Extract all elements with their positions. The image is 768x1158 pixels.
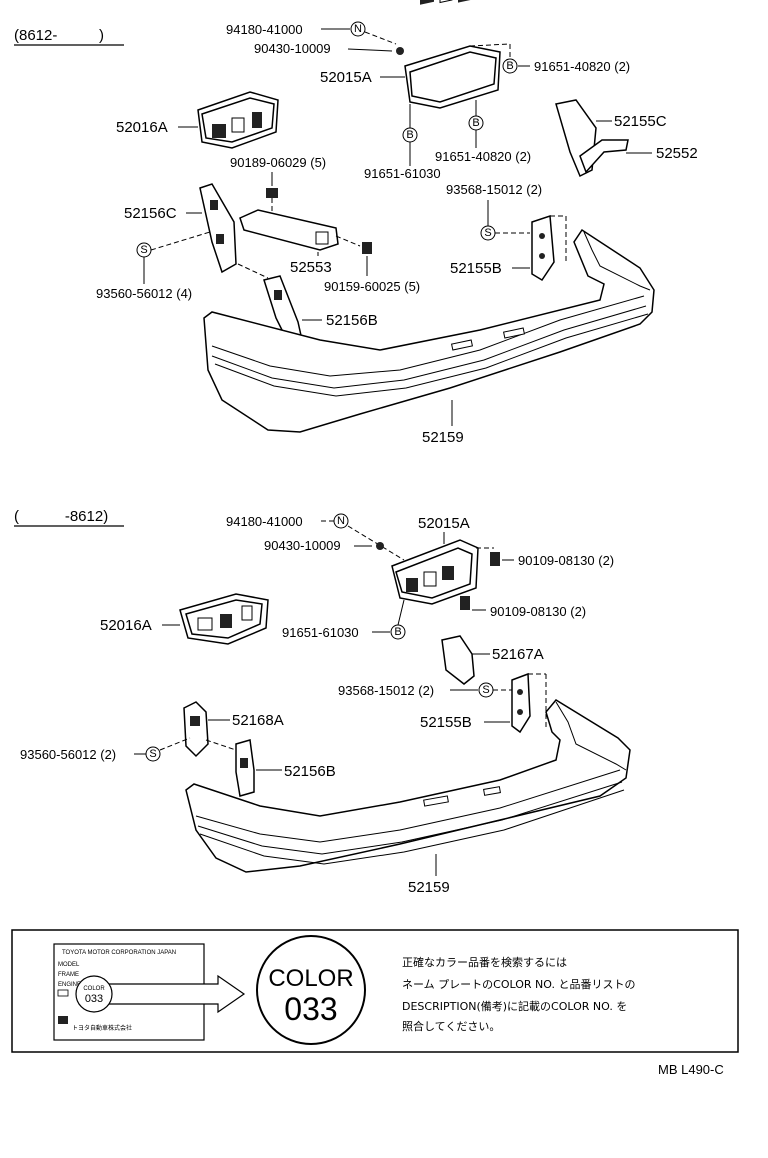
label-91651-40820-a: 91651-40820 (2)	[534, 59, 630, 74]
label-94180-41000-b: 94180-41000	[226, 514, 303, 529]
bracket-52156C	[199, 183, 237, 274]
symbol-s-icon	[145, 746, 161, 762]
bracket-52168A	[183, 701, 209, 758]
label-90109-08130-a: 90109-08130 (2)	[518, 553, 614, 568]
symbol-b-icon	[502, 58, 518, 74]
bracket-52155B-b	[511, 672, 531, 734]
bracket-52016A	[197, 91, 279, 149]
label-52155C: 52155C	[614, 113, 667, 130]
bolt-icon	[460, 596, 470, 610]
label-52167A: 52167A	[492, 646, 544, 663]
svg-text:B: B	[394, 626, 401, 638]
label-52552: 52552	[656, 145, 698, 162]
svg-text:FRAME: FRAME	[58, 972, 79, 978]
label-52168A: 52168A	[232, 712, 284, 729]
label-90430-10009-b: 90430-10009	[264, 538, 341, 553]
label-93568-15012: 93568-15012 (2)	[446, 182, 542, 197]
svg-text:COLOR: COLOR	[268, 965, 353, 992]
label-52156C: 52156C	[124, 205, 177, 222]
bottom-header: ( -8612)	[14, 508, 108, 525]
bracket-52156B-b	[235, 739, 255, 797]
color-code-circle: COLOR 033	[256, 935, 366, 1045]
label-52553: 52553	[290, 259, 332, 276]
symbol-n-icon	[333, 513, 349, 529]
bracket-52015A	[404, 0, 501, 109]
svg-text:S: S	[140, 244, 147, 256]
label-91651-61030-b: 91651-61030	[282, 625, 359, 640]
svg-text:N: N	[337, 515, 345, 527]
top-header: (8612- )	[14, 27, 104, 44]
svg-text:S: S	[484, 227, 491, 239]
svg-text:N: N	[354, 23, 362, 35]
label-90189-06029: 90189-06029 (5)	[230, 155, 326, 170]
label-94180-41000: 94180-41000	[226, 22, 303, 37]
label-90159-60025: 90159-60025 (5)	[324, 279, 420, 294]
arrow-pointer: COLOR 033	[75, 974, 246, 1014]
bumper-52159-bottom	[185, 699, 631, 873]
svg-text:033: 033	[284, 991, 337, 1027]
label-93568-15012-b: 93568-15012 (2)	[338, 683, 434, 698]
label-91651-40820-b: 91651-40820 (2)	[435, 149, 531, 164]
svg-text:ENGINE: ENGINE	[58, 982, 81, 988]
svg-text:B: B	[506, 60, 513, 72]
svg-text:COLOR: COLOR	[83, 986, 105, 992]
label-52159-top: 52159	[422, 429, 464, 446]
label-52159-bottom: 52159	[408, 879, 450, 896]
label-52156B-top: 52156B	[326, 312, 378, 329]
label-52015A: 52015A	[320, 69, 372, 86]
svg-text:MODEL: MODEL	[58, 962, 80, 968]
bolt-icon	[362, 242, 372, 254]
label-52156B-b: 52156B	[284, 763, 336, 780]
note-line-3: DESCRIPTION(備考)に記載のCOLOR NO. を	[402, 999, 627, 1013]
washer-icon	[396, 47, 404, 55]
svg-text:033: 033	[85, 993, 103, 1005]
label-93560-56012: 93560-56012 (4)	[96, 286, 192, 301]
svg-text:B: B	[406, 129, 413, 141]
bracket-52155C	[555, 99, 629, 178]
bumper-52159-top	[203, 228, 655, 433]
nut-icon	[266, 188, 278, 198]
label-93560-56012-b: 93560-56012 (2)	[20, 747, 116, 762]
note-line-2: ネーム プレートのCOLOR NO. と品番リストの	[402, 978, 635, 991]
svg-text:TOYOTA MOTOR CORPORATION JAPAN: TOYOTA MOTOR CORPORATION JAPAN	[62, 950, 176, 956]
note-line-1: 正確なカラー品番を検索するには	[402, 955, 567, 969]
label-52155B-b: 52155B	[420, 714, 472, 731]
washer-icon	[376, 542, 384, 550]
bracket-52155B-top	[531, 214, 555, 282]
svg-text:S: S	[149, 748, 156, 760]
footer-code: MB L490-C	[658, 1062, 724, 1077]
svg-text:S: S	[482, 684, 489, 696]
label-52016A-b: 52016A	[100, 617, 152, 634]
bolt-icon	[490, 552, 500, 566]
svg-text:B: B	[472, 117, 479, 129]
bracket-52015A-b	[391, 539, 479, 605]
label-52015A-b: 52015A	[418, 515, 470, 532]
symbol-n-icon	[350, 21, 366, 37]
label-52155B-top: 52155B	[450, 260, 502, 277]
label-90109-08130-b: 90109-08130 (2)	[490, 604, 586, 619]
bracket-52553	[239, 209, 339, 251]
bracket-52167A	[441, 635, 475, 685]
label-52016A: 52016A	[116, 119, 168, 136]
note-line-4: 照合してください。	[402, 1019, 500, 1033]
svg-text:トヨタ自動車株式会社: トヨタ自動車株式会社	[72, 1024, 132, 1032]
bracket-52016A-b	[179, 593, 269, 645]
label-91651-61030: 91651-61030	[364, 166, 441, 181]
label-90430-10009: 90430-10009	[254, 41, 331, 56]
